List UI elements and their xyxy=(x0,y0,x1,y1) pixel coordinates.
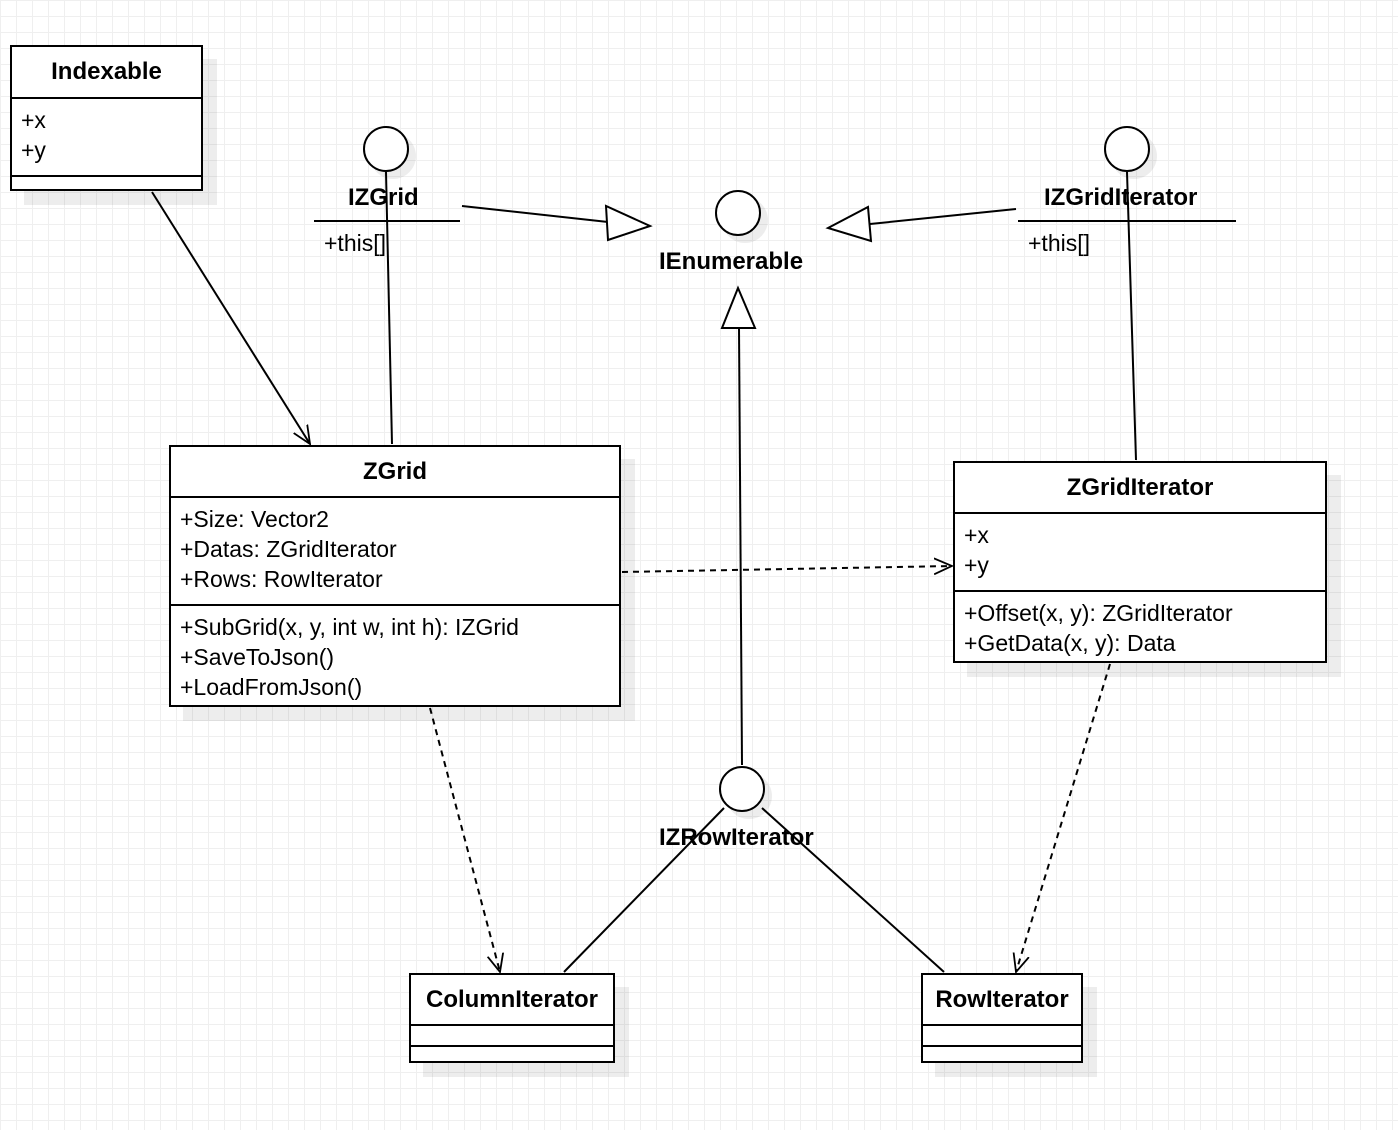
operation: +GetData(x, y): Data xyxy=(964,630,1176,656)
class-rowiterator[interactable]: RowIterator xyxy=(921,973,1083,1063)
interface-izrowiterator-circle[interactable] xyxy=(719,766,765,812)
generalization-izrowiterator-ienumerable xyxy=(720,285,757,766)
class-zgrid-attributes: +Size: Vector2 +Datas: ZGridIterator +Ro… xyxy=(171,498,619,604)
interface-izgriditerator-member: +this[] xyxy=(1028,230,1091,256)
dependency-zgrid-zgriditerator xyxy=(621,566,952,572)
class-zgriditerator-name: ZGridIterator xyxy=(955,463,1325,514)
interface-izgrid-divider xyxy=(314,220,460,222)
class-zgrid-name: ZGrid xyxy=(171,447,619,498)
class-zgriditerator-attributes: +x +y xyxy=(955,514,1325,590)
operation: +Offset(x, y): ZGridIterator xyxy=(964,600,1233,626)
attribute: +x xyxy=(21,107,46,133)
realization-izrowiterator-rowiterator xyxy=(761,807,945,973)
interface-izgrid-circle[interactable] xyxy=(363,126,409,172)
attribute: +Datas: ZGridIterator xyxy=(180,536,397,562)
class-zgrid-operations: +SubGrid(x, y, int w, int h): IZGrid +Sa… xyxy=(171,604,619,702)
class-columniterator[interactable]: ColumnIterator xyxy=(409,973,615,1063)
interface-izgrid-name: IZGrid xyxy=(348,184,419,211)
association-indexable-zgrid xyxy=(151,191,310,444)
class-rowiterator-attributes xyxy=(923,1026,1081,1045)
dependency-zgriditerator-rowiterator xyxy=(1016,663,1111,972)
attribute: +x xyxy=(964,522,989,548)
generalization-izgriditerator-ienumerable xyxy=(825,205,1017,243)
class-indexable-name: Indexable xyxy=(12,47,201,99)
realization-izgriditerator-zgriditerator xyxy=(1126,171,1137,461)
class-indexable-operations xyxy=(12,175,201,189)
class-zgriditerator[interactable]: ZGridIterator +x +y +Offset(x, y): ZGrid… xyxy=(953,461,1327,663)
attribute: +y xyxy=(21,137,46,163)
interface-izrowiterator-name: IZRowIterator xyxy=(659,824,814,851)
attribute: +y xyxy=(964,552,989,578)
class-rowiterator-operations xyxy=(923,1045,1081,1061)
interface-ienumerable-name: IEnumerable xyxy=(659,248,804,275)
operation: +LoadFromJson() xyxy=(180,674,363,700)
class-rowiterator-name: RowIterator xyxy=(923,975,1081,1026)
realization-izrowiterator-columniterator xyxy=(563,807,725,973)
operation: +SaveToJson() xyxy=(180,644,335,670)
generalization-izgrid-ienumerable xyxy=(461,204,653,242)
class-columniterator-name: ColumnIterator xyxy=(411,975,613,1026)
interface-izgriditerator-divider xyxy=(1018,220,1236,222)
attribute: +Rows: RowIterator xyxy=(180,566,383,592)
operation: +SubGrid(x, y, int w, int h): IZGrid xyxy=(180,614,519,640)
class-columniterator-attributes xyxy=(411,1026,613,1045)
class-indexable-attributes: +x +y xyxy=(12,99,201,175)
dependency-zgrid-columniterator xyxy=(429,707,500,972)
class-zgrid[interactable]: ZGrid +Size: Vector2 +Datas: ZGridIterat… xyxy=(169,445,621,707)
realization-izgrid-zgrid xyxy=(385,171,393,445)
attribute: +Size: Vector2 xyxy=(180,506,329,532)
class-indexable[interactable]: Indexable +x +y xyxy=(10,45,203,191)
interface-izgriditerator-name: IZGridIterator xyxy=(1044,184,1198,211)
class-columniterator-operations xyxy=(411,1045,613,1061)
class-zgriditerator-operations: +Offset(x, y): ZGridIterator +GetData(x,… xyxy=(955,590,1325,658)
interface-izgriditerator-circle[interactable] xyxy=(1104,126,1150,172)
interface-izgrid-member: +this[] xyxy=(324,230,387,256)
interface-ienumerable-circle[interactable] xyxy=(715,190,761,236)
